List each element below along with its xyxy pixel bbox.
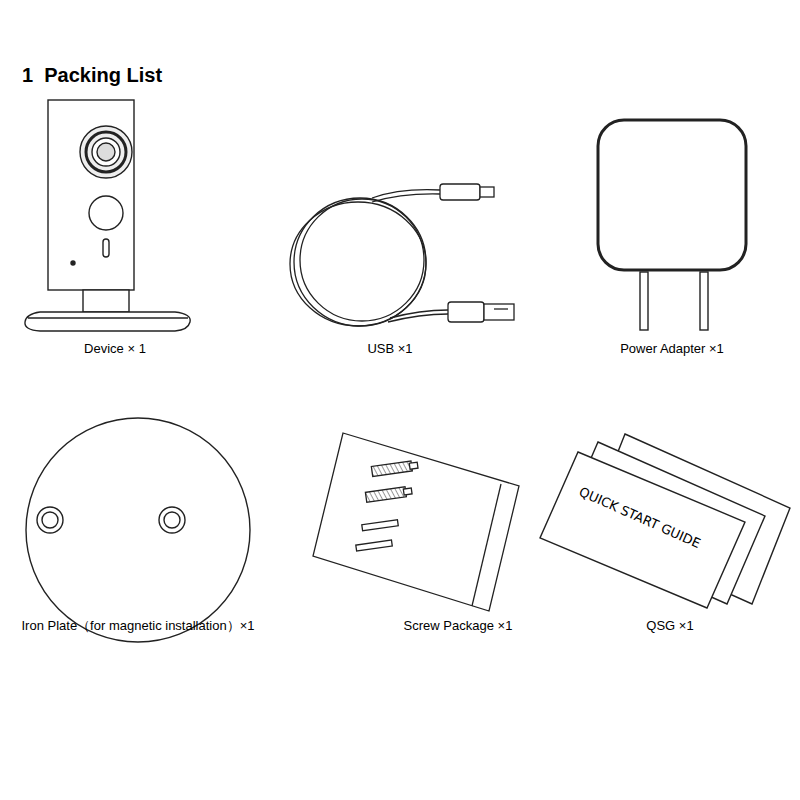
page-title: 1 Packing List (22, 64, 162, 86)
device-drawing (25, 100, 190, 331)
guide-cards-drawing (540, 434, 790, 608)
screw-package-drawing (313, 433, 519, 611)
item-caption: Power Adapter ×1 (620, 342, 724, 356)
item-caption: QSG ×1 (646, 619, 693, 633)
item-caption: USB ×1 (367, 342, 412, 356)
item-caption: Iron Plate（for magnetic installation）×1 (21, 619, 254, 633)
iron-plate-drawing (26, 418, 250, 642)
item-caption: Screw Package ×1 (404, 619, 513, 633)
power-adapter-drawing (598, 120, 746, 330)
usb-cable-drawing (290, 184, 514, 326)
item-caption: Device × 1 (84, 342, 146, 356)
